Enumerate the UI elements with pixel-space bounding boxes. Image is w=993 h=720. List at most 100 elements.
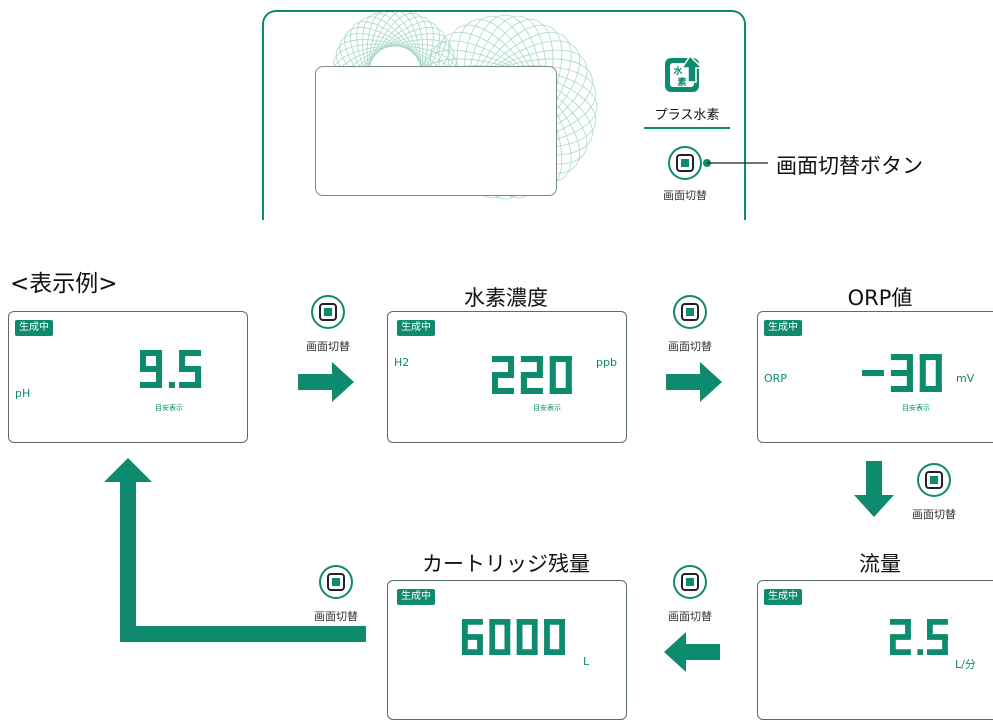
digit-segment <box>489 619 511 625</box>
switch-caption-4: 画面切替 <box>668 610 712 623</box>
digit-segment <box>462 649 483 655</box>
digit-segment <box>520 356 543 363</box>
switch-caption-2: 画面切替 <box>668 340 712 353</box>
status-badge: 生成中 <box>397 589 435 605</box>
digit-segment <box>544 637 550 655</box>
digit-segment <box>531 637 538 655</box>
unit-label: ppb <box>596 356 617 369</box>
switch-button-icon-4[interactable] <box>672 564 708 600</box>
digit-segment <box>462 619 468 637</box>
arrow-down <box>854 461 894 517</box>
digit-segment <box>520 375 527 394</box>
switch-caption-1: 画面切替 <box>306 340 350 353</box>
switch-caption-5: 画面切替 <box>314 610 358 623</box>
digit-segment <box>462 619 483 625</box>
digit-segment <box>559 619 565 637</box>
digit-segment <box>179 381 202 388</box>
arrow-left <box>664 632 720 672</box>
device-button-caption: 画面切替 <box>663 189 707 202</box>
digit-segment <box>140 350 163 357</box>
digit-segment <box>140 381 163 388</box>
digit-segment <box>890 619 911 625</box>
plus-hydrogen-logo-icon: 水 素 <box>665 54 704 92</box>
digit-segment <box>507 356 515 375</box>
digit-segment <box>462 634 483 640</box>
digit-segment <box>905 619 911 637</box>
lcd-screen-flow: 生成中 L/分 <box>757 580 993 720</box>
device-front-panel <box>262 10 746 220</box>
digit-segment <box>140 350 147 369</box>
digit-segment <box>155 369 163 388</box>
device-switch-button-icon[interactable] <box>667 145 703 181</box>
lcd-screen-orp: 生成中 ORP mV 目安表示 <box>757 311 993 443</box>
digit-segment <box>489 619 496 637</box>
lcd-screen-ph: 生成中 pH 目安表示 <box>8 311 248 443</box>
digit-segment <box>919 354 942 361</box>
switch-button-icon-1[interactable] <box>310 294 346 330</box>
digit-segment <box>890 369 913 377</box>
lcd-label: pH <box>15 387 31 400</box>
logo-char-2: 素 <box>677 76 686 88</box>
status-badge: 生成中 <box>397 320 435 336</box>
digit-segment <box>935 354 942 373</box>
digit-segment <box>919 354 926 373</box>
callout-leader-line <box>703 159 768 167</box>
digit-segment <box>544 649 565 655</box>
estimate-note: 目安表示 <box>155 404 183 412</box>
digit-segment <box>516 619 538 625</box>
digit-segment <box>942 637 948 655</box>
digit-segment <box>462 637 468 655</box>
heading-hydrogen: 水素濃度 <box>464 286 548 310</box>
digit-segment <box>504 619 511 637</box>
estimate-note: 目安表示 <box>533 404 561 412</box>
decimal-point <box>168 381 175 388</box>
example-title: <表示例> <box>10 271 118 297</box>
segment-value <box>890 619 948 655</box>
digit-segment <box>504 637 511 655</box>
digit-segment <box>935 373 942 392</box>
lcd-label: H2 <box>394 356 410 369</box>
digit-segment <box>140 365 163 373</box>
digit-segment <box>516 619 523 637</box>
digit-segment <box>531 619 538 637</box>
digit-segment <box>544 619 565 625</box>
unit-label: L/分 <box>955 658 976 671</box>
switch-button-icon-2[interactable] <box>672 294 708 330</box>
status-badge: 生成中 <box>764 320 802 336</box>
switch-caption-3: 画面切替 <box>912 508 956 521</box>
digit-segment <box>927 619 948 625</box>
arrow-right-2 <box>666 362 722 402</box>
unit-label: L <box>583 655 590 668</box>
callout-label: 画面切替ボタン <box>776 154 923 178</box>
digit-segment <box>890 634 911 640</box>
segment-value <box>492 356 572 394</box>
segment-value <box>462 619 565 655</box>
switch-button-icon-3[interactable] <box>916 462 952 498</box>
digit-segment <box>559 637 565 655</box>
digit-segment <box>927 649 948 655</box>
digit-segment <box>549 356 556 375</box>
lcd-label: ORP <box>764 372 787 385</box>
digit-segment <box>890 354 913 361</box>
digit-segment <box>492 356 515 363</box>
digit-segment <box>520 371 543 379</box>
digit-segment <box>179 350 186 369</box>
digit-segment <box>492 371 515 379</box>
digit-segment <box>492 387 515 394</box>
digit-segment <box>549 356 572 363</box>
digit-segment <box>890 637 896 655</box>
lcd-screen-hydrogen: 生成中 H2 ppb 目安表示 <box>387 311 627 443</box>
digit-segment <box>906 373 913 392</box>
digit-segment <box>549 375 556 394</box>
device-display-window <box>315 66 557 196</box>
digit-segment <box>520 387 543 394</box>
digit-segment <box>179 350 202 357</box>
brand-divider <box>644 127 730 129</box>
digit-segment <box>565 375 572 394</box>
digit-segment <box>549 387 572 394</box>
unit-label: mV <box>956 372 975 385</box>
heading-flow: 流量 <box>859 552 901 576</box>
switch-button-icon-5[interactable] <box>318 564 354 600</box>
digit-segment <box>927 619 933 637</box>
digit-segment <box>862 369 885 377</box>
